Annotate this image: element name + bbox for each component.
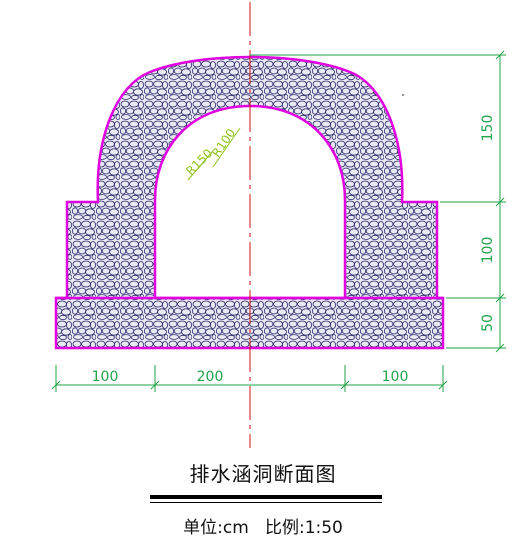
bottom-dimension xyxy=(51,365,448,392)
drawing-title: 排水涵洞断面图 xyxy=(189,462,337,486)
culvert-masonry-body xyxy=(54,55,445,350)
stray-point xyxy=(402,94,404,96)
title-underline-thick xyxy=(150,495,382,499)
radius-leader-inner xyxy=(212,127,241,168)
dim-bottom-right: 100 xyxy=(382,369,409,385)
dim-right-bottom: 50 xyxy=(480,314,496,332)
dim-bottom-left: 100 xyxy=(92,369,119,385)
dim-bottom-middle: 200 xyxy=(197,369,224,385)
dim-right-top: 150 xyxy=(480,115,496,142)
dim-right-middle: 100 xyxy=(480,237,496,264)
right-dimension xyxy=(250,50,506,353)
title-underline-thin xyxy=(150,502,382,503)
radius-leader-outer xyxy=(187,151,213,181)
units-and-scale: 单位:cm 比例:1:50 xyxy=(183,518,343,538)
